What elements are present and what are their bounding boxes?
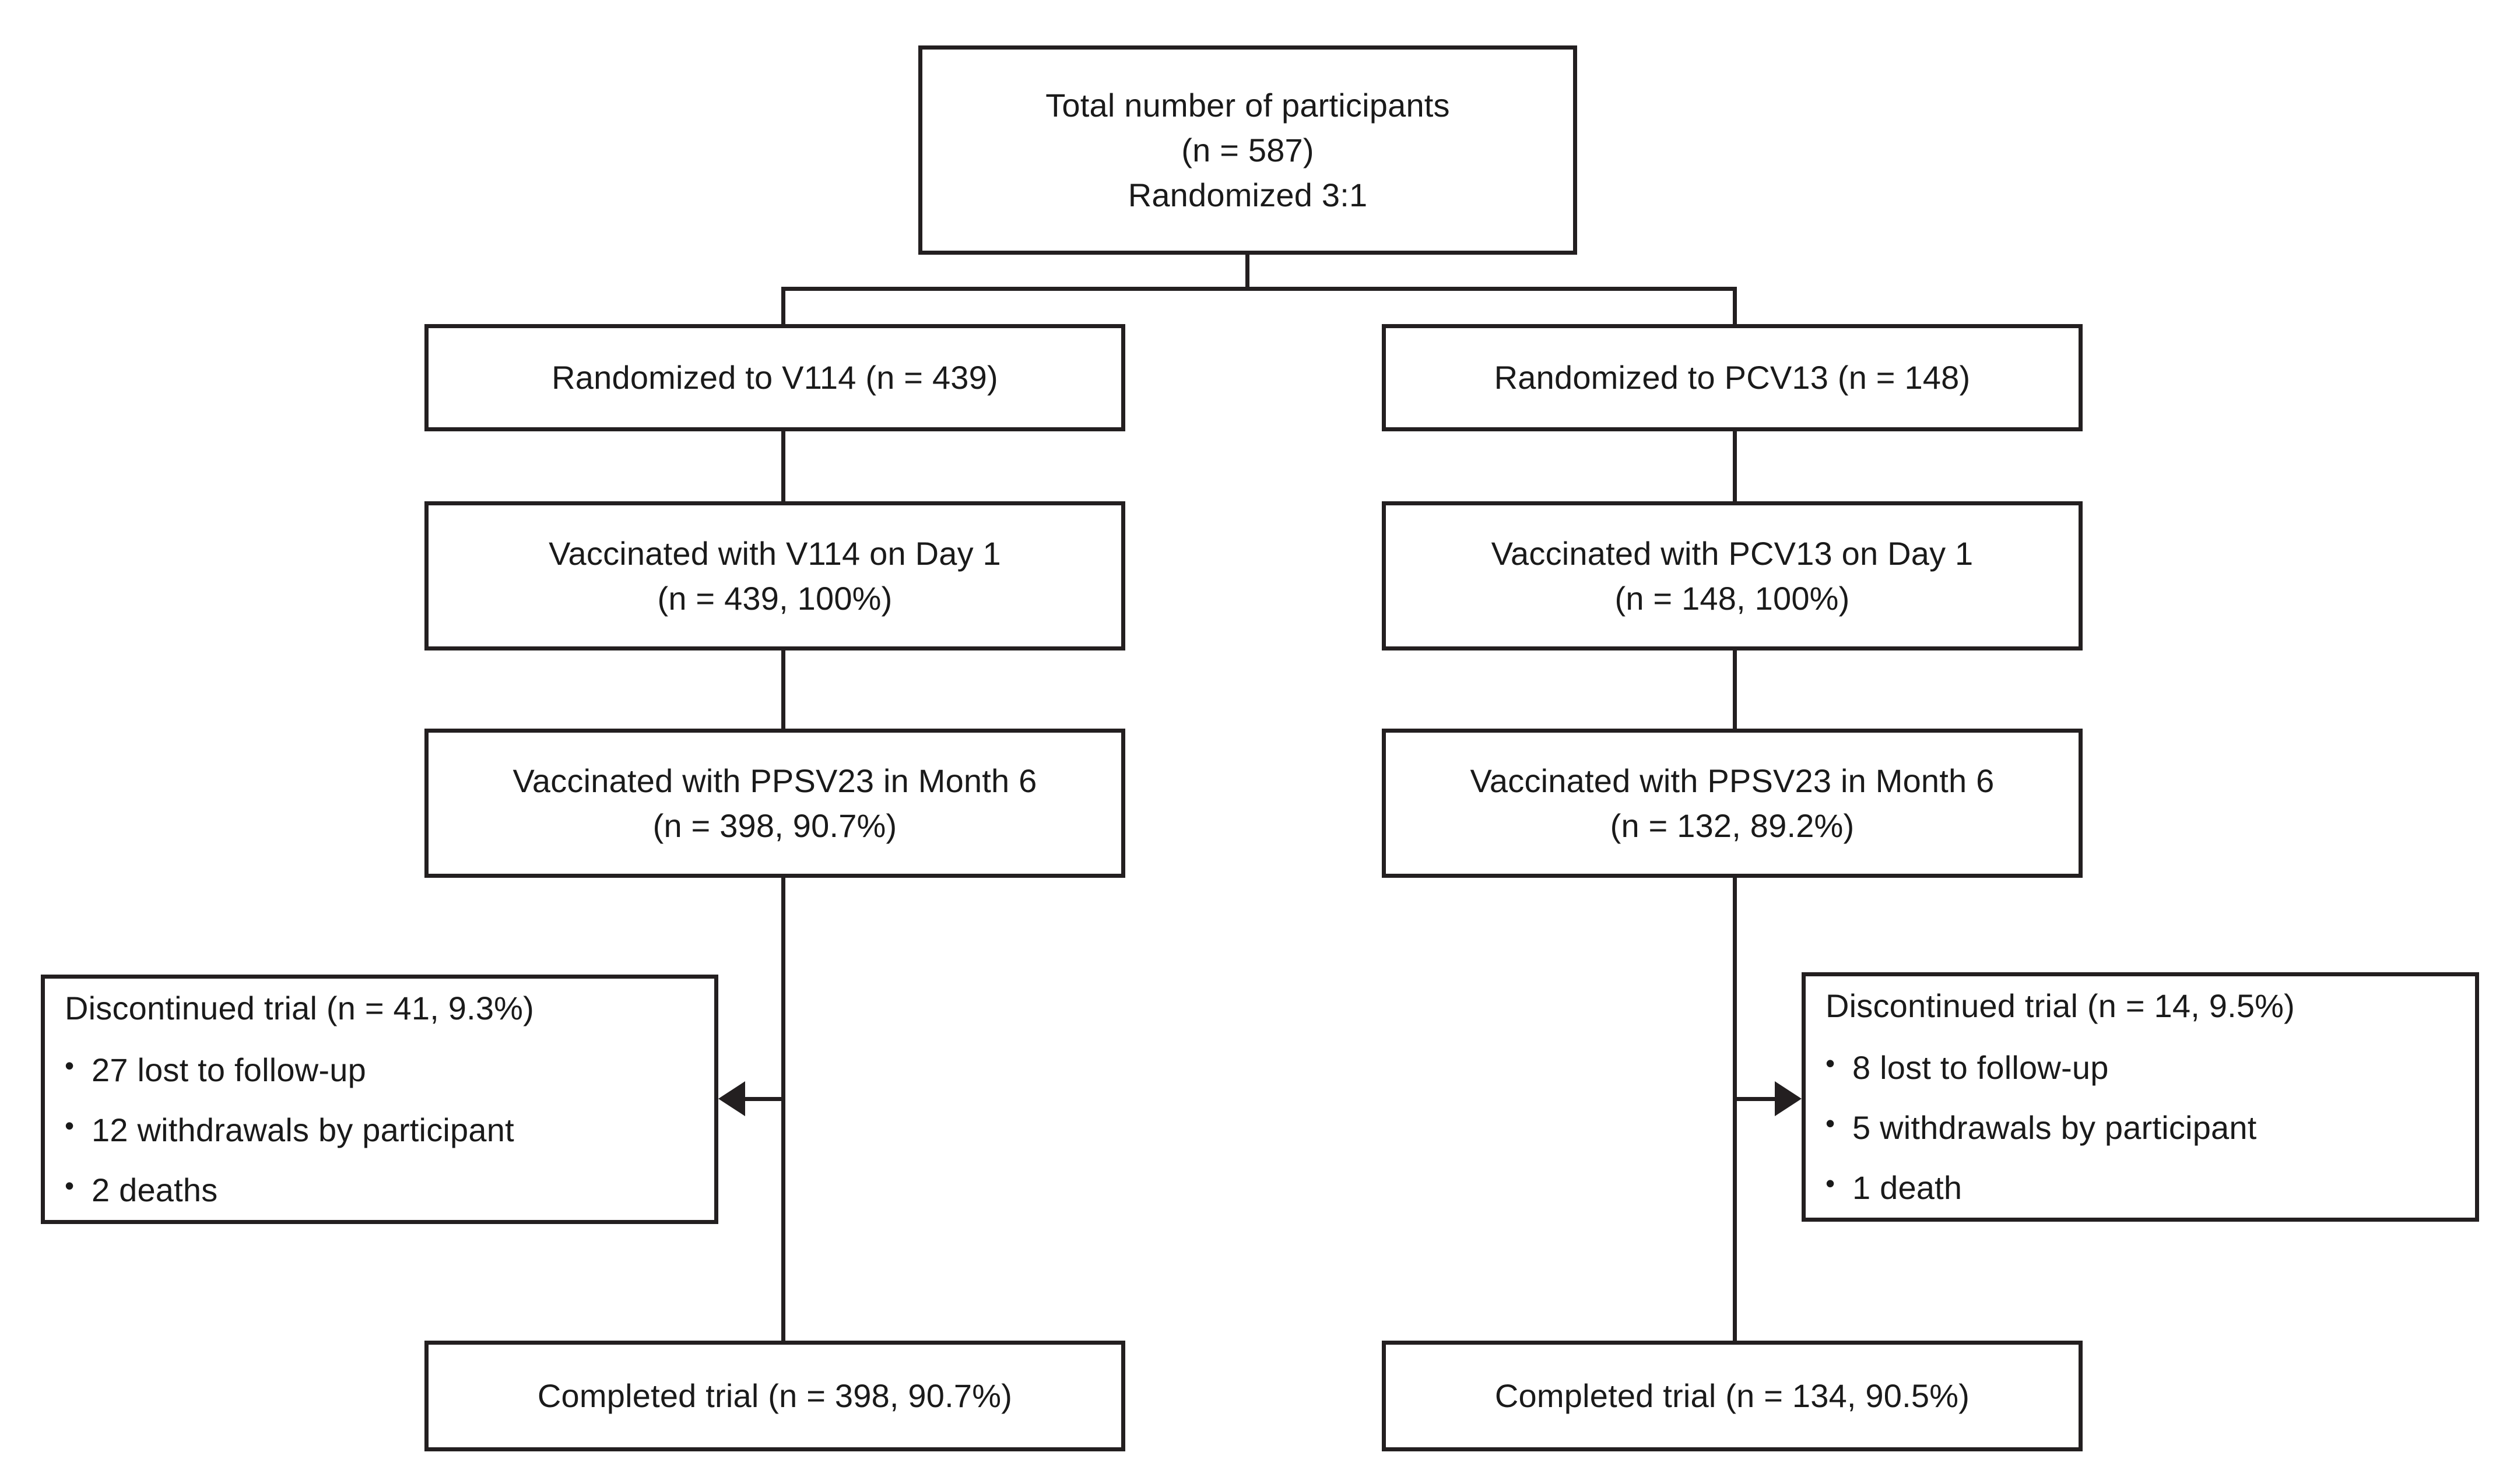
connector-vaccinated-to-ppsv23-left bbox=[781, 650, 785, 730]
connector-ppsv23-to-completed-left bbox=[781, 878, 785, 1342]
randomized-v114-line-1: Randomized to V114 (n = 439) bbox=[552, 359, 998, 396]
list-item: • 12 withdrawals by participant bbox=[65, 1107, 703, 1152]
arrowhead-discontinued-right bbox=[1775, 1081, 1802, 1116]
arrowhead-discontinued-left bbox=[718, 1081, 745, 1116]
ppsv23-right-line-1: Vaccinated with PPSV23 in Month 6 bbox=[1470, 762, 1995, 799]
bullet-icon: • bbox=[1826, 1108, 1835, 1138]
discontinued-right-bullet-list: • 8 lost to follow-up • 5 withdrawals by… bbox=[1826, 1030, 2463, 1211]
node-discontinued-right: Discontinued trial (n = 14, 9.5%) • 8 lo… bbox=[1802, 972, 2479, 1222]
connector-vaccinated-to-ppsv23-right bbox=[1733, 650, 1737, 730]
connector-total-to-split bbox=[1245, 255, 1249, 289]
ppsv23-left-line-1: Vaccinated with PPSV23 in Month 6 bbox=[512, 762, 1037, 799]
node-total-participants: Total number of participants (n = 587) R… bbox=[918, 45, 1577, 255]
connector-ppsv23-to-completed-right bbox=[1733, 878, 1737, 1342]
total-participants-line-2: (n = 587) bbox=[1181, 131, 1314, 168]
discontinued-right-bullet-1: 8 lost to follow-up bbox=[1852, 1049, 2109, 1086]
connector-randomized-to-vaccinated-left bbox=[781, 431, 785, 502]
vaccinated-pcv13-line-2: (n = 148, 100%) bbox=[1614, 580, 1850, 617]
node-completed-left: Completed trial (n = 398, 90.7%) bbox=[424, 1341, 1125, 1451]
connector-to-discontinued-left bbox=[736, 1097, 784, 1101]
node-vaccinated-v114: Vaccinated with V114 on Day 1 (n = 439, … bbox=[424, 501, 1125, 650]
list-item: • 5 withdrawals by participant bbox=[1826, 1105, 2463, 1150]
bullet-icon: • bbox=[65, 1170, 75, 1201]
node-randomized-pcv13: Randomized to PCV13 (n = 148) bbox=[1382, 324, 2083, 431]
total-participants-line-1: Total number of participants bbox=[1045, 86, 1450, 124]
node-discontinued-left: Discontinued trial (n = 41, 9.3%) • 27 l… bbox=[41, 975, 718, 1224]
bullet-icon: • bbox=[65, 1110, 75, 1141]
completed-right-line-1: Completed trial (n = 134, 90.5%) bbox=[1494, 1377, 1970, 1415]
discontinued-right-bullet-2: 5 withdrawals by participant bbox=[1852, 1109, 2257, 1146]
ppsv23-right-line-2: (n = 132, 89.2%) bbox=[1610, 807, 1855, 844]
list-item: • 2 deaths bbox=[65, 1167, 703, 1212]
total-participants-line-3: Randomized 3:1 bbox=[1128, 177, 1368, 214]
discontinued-left-bullet-3: 2 deaths bbox=[92, 1172, 218, 1209]
connector-to-discontinued-right bbox=[1733, 1097, 1777, 1101]
node-ppsv23-left: Vaccinated with PPSV23 in Month 6 (n = 3… bbox=[424, 729, 1125, 878]
discontinued-left-heading: Discontinued trial (n = 41, 9.3%) bbox=[65, 990, 535, 1027]
discontinued-left-bullet-2: 12 withdrawals by participant bbox=[92, 1112, 514, 1148]
discontinued-left-bullet-list: • 27 lost to follow-up • 12 withdrawals … bbox=[65, 1032, 703, 1213]
bullet-icon: • bbox=[1826, 1168, 1835, 1199]
vaccinated-v114-line-1: Vaccinated with V114 on Day 1 bbox=[549, 534, 1001, 572]
node-completed-right: Completed trial (n = 134, 90.5%) bbox=[1382, 1341, 2083, 1451]
list-item: • 27 lost to follow-up bbox=[65, 1047, 703, 1092]
node-ppsv23-right: Vaccinated with PPSV23 in Month 6 (n = 1… bbox=[1382, 729, 2083, 878]
discontinued-right-bullet-3: 1 death bbox=[1852, 1169, 1963, 1207]
randomized-pcv13-line-1: Randomized to PCV13 (n = 148) bbox=[1494, 359, 1971, 396]
vaccinated-pcv13-line-1: Vaccinated with PCV13 on Day 1 bbox=[1491, 534, 1974, 572]
completed-left-line-1: Completed trial (n = 398, 90.7%) bbox=[537, 1377, 1013, 1415]
vaccinated-v114-line-2: (n = 439, 100%) bbox=[657, 580, 893, 617]
node-randomized-v114: Randomized to V114 (n = 439) bbox=[424, 324, 1125, 431]
bullet-icon: • bbox=[1826, 1047, 1835, 1078]
connector-split-bar bbox=[781, 287, 1737, 291]
discontinued-right-heading: Discontinued trial (n = 14, 9.5%) bbox=[1826, 987, 2295, 1025]
list-item: • 1 death bbox=[1826, 1165, 2463, 1210]
ppsv23-left-line-2: (n = 398, 90.7%) bbox=[652, 807, 897, 844]
list-item: • 8 lost to follow-up bbox=[1826, 1045, 2463, 1090]
node-vaccinated-pcv13: Vaccinated with PCV13 on Day 1 (n = 148,… bbox=[1382, 501, 2083, 650]
discontinued-left-bullet-1: 27 lost to follow-up bbox=[92, 1051, 366, 1088]
connector-split-to-pcv13 bbox=[1733, 287, 1737, 326]
connector-randomized-to-vaccinated-right bbox=[1733, 431, 1737, 502]
bullet-icon: • bbox=[65, 1050, 75, 1081]
connector-split-to-v114 bbox=[781, 287, 785, 326]
